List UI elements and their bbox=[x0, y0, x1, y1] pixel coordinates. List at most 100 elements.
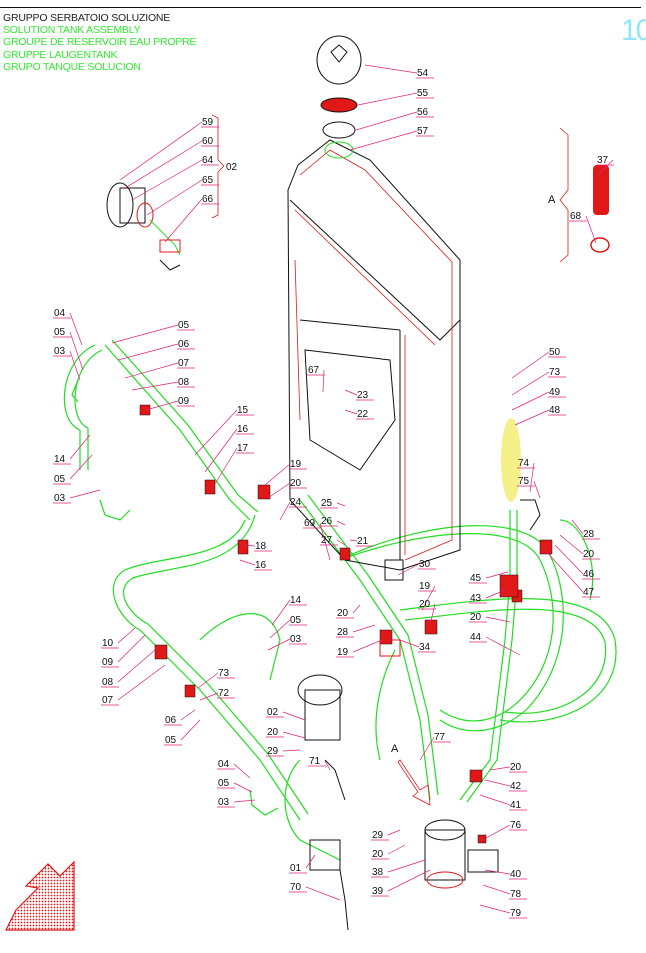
callout-label: 02 bbox=[267, 707, 279, 718]
callout-leader bbox=[349, 539, 358, 542]
callout-label: 20 bbox=[470, 612, 482, 623]
detail-a-label: A bbox=[548, 194, 556, 206]
callout-label: 78 bbox=[510, 889, 522, 900]
callout-leader bbox=[485, 571, 509, 579]
callout-leader bbox=[511, 351, 550, 379]
callout-leader bbox=[197, 672, 219, 689]
callout-leader bbox=[387, 859, 426, 873]
callout-leader bbox=[214, 447, 238, 485]
callout-label: 55 bbox=[417, 88, 429, 99]
callout-label: 29 bbox=[372, 830, 384, 841]
valve-group-02 bbox=[106, 182, 181, 271]
callout-leader bbox=[336, 502, 346, 507]
callout-layer: 5455565759606465663768507349487475282046… bbox=[53, 64, 614, 919]
callout-label: 43 bbox=[470, 593, 482, 604]
callout-label: 15 bbox=[237, 405, 249, 416]
bracket-parts bbox=[309, 499, 541, 931]
callout-leader bbox=[485, 589, 506, 599]
callout-leader bbox=[544, 549, 584, 593]
group-label-02: 02 bbox=[226, 162, 238, 173]
callout-leader bbox=[399, 639, 420, 648]
callout-label: 03 bbox=[290, 634, 302, 645]
callout-label: 20 bbox=[510, 762, 522, 773]
callout-leader bbox=[336, 539, 346, 546]
callout-leader bbox=[554, 544, 584, 575]
callout-leader bbox=[69, 312, 83, 346]
callout-label: 28 bbox=[337, 627, 349, 638]
callout-label: 09 bbox=[178, 396, 190, 407]
callout-label: 08 bbox=[178, 377, 190, 388]
title-es: GRUPO TANQUE SOLUCION bbox=[3, 60, 141, 73]
callout-leader bbox=[571, 519, 584, 535]
callout-label: 05 bbox=[54, 327, 66, 338]
callout-leader bbox=[484, 869, 511, 875]
callout-label: 20 bbox=[583, 549, 595, 560]
callout-label: 20 bbox=[372, 849, 384, 860]
callout-leader bbox=[69, 434, 91, 460]
callout-leader bbox=[387, 844, 406, 855]
callout-label: 20 bbox=[290, 478, 302, 489]
callout-leader bbox=[233, 763, 251, 779]
callout-label: 77 bbox=[434, 732, 446, 743]
callout-label: 39 bbox=[372, 886, 384, 897]
callout-label: 09 bbox=[102, 657, 114, 668]
callout-label: 41 bbox=[510, 800, 522, 811]
callout-leader bbox=[364, 64, 418, 74]
callout-leader bbox=[271, 599, 291, 626]
callout-label: 23 bbox=[357, 390, 369, 401]
callout-leader bbox=[117, 634, 146, 663]
callout-label: 08 bbox=[102, 677, 114, 688]
callout-label: 59 bbox=[202, 117, 214, 128]
callout-label: 65 bbox=[202, 175, 214, 186]
callout-leader bbox=[204, 428, 238, 473]
callout-label: 48 bbox=[549, 405, 561, 416]
callout-leader bbox=[233, 782, 253, 793]
callout-label: 10 bbox=[102, 638, 114, 649]
callout-label: 24 bbox=[290, 497, 302, 508]
callout-label: 71 bbox=[309, 756, 321, 767]
hose-network bbox=[63, 339, 617, 861]
tank-cap bbox=[316, 35, 362, 159]
callout-leader bbox=[349, 130, 418, 151]
callout-leader bbox=[485, 616, 511, 623]
callout-label: 37 bbox=[597, 155, 609, 166]
callout-leader bbox=[511, 391, 550, 411]
title-fr: GROUPE DE RESERVOIR EAU PROPRE bbox=[3, 36, 197, 49]
callout-leader bbox=[117, 343, 179, 361]
callout-leader bbox=[397, 563, 420, 576]
callout-label: 38 bbox=[372, 867, 384, 878]
title-it: GRUPPO SERBATOIO SOLUZIONE bbox=[3, 12, 171, 24]
callout-label: 16 bbox=[237, 424, 249, 435]
callout-label: 74 bbox=[518, 458, 530, 469]
callout-label: 03 bbox=[218, 797, 230, 808]
title-en: SOLUTION TANK ASSEMBLY bbox=[3, 24, 141, 37]
callout-label: 44 bbox=[470, 632, 482, 643]
callout-leader bbox=[282, 711, 306, 721]
callout-leader bbox=[484, 779, 511, 787]
pump-assembly bbox=[297, 674, 346, 801]
callout-label: 06 bbox=[178, 339, 190, 350]
callout-leader bbox=[597, 159, 614, 176]
callout-label: 19 bbox=[337, 647, 349, 658]
callout-leader bbox=[387, 829, 401, 836]
callout-label: 60 bbox=[202, 136, 214, 147]
callout-label: 25 bbox=[321, 498, 333, 509]
callout-label: 73 bbox=[549, 367, 561, 378]
callout-leader bbox=[479, 904, 511, 914]
callout-label: 76 bbox=[510, 820, 522, 831]
callout-leader bbox=[267, 638, 291, 651]
callout-leader bbox=[146, 179, 203, 216]
callout-leader bbox=[239, 559, 256, 566]
callout-label: 05 bbox=[54, 474, 66, 485]
detail-a-pointer bbox=[397, 759, 431, 806]
callout-label: 19 bbox=[290, 459, 302, 470]
callout-label: 56 bbox=[417, 107, 429, 118]
callout-label: 07 bbox=[178, 358, 190, 369]
callout-leader bbox=[533, 480, 541, 499]
callout-leader bbox=[485, 824, 511, 839]
callout-leader bbox=[124, 140, 203, 189]
callout-leader bbox=[352, 639, 383, 653]
callout-leader bbox=[117, 627, 136, 644]
callout-label: 45 bbox=[470, 573, 482, 584]
